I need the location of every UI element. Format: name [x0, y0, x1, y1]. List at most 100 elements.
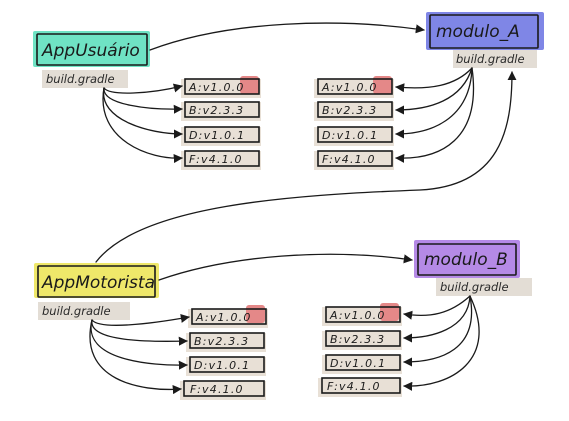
- dep-list-modulo-a: A:v1.0.0 B:v2.3.3 D:v1.0.1 F:v4.1.0: [314, 76, 394, 170]
- dep-outline: [184, 78, 260, 95]
- dep-list-app-motorista: A:v1.0.0 B:v2.3.3 D:v1.0.1 F:v4.1.0: [180, 305, 268, 400]
- dep-item-b: B:v2.3.3: [186, 332, 266, 352]
- app-usuario-gradle-text: build.gradle: [46, 72, 115, 86]
- modulo-a-gradle-text: build.gradle: [456, 52, 525, 66]
- dep-label: B:v2.3.3: [194, 335, 249, 348]
- arrow-modulo-b-to-dep-b: [403, 295, 471, 343]
- module-modulo-a[interactable]: modulo_A: [426, 12, 544, 50]
- arrow-modulo-b-to-dep-f: [403, 295, 480, 391]
- dep-outline: [189, 356, 265, 373]
- dep-item-b: B:v2.3.3: [322, 330, 402, 350]
- module-modulo-b-title: modulo_B: [424, 250, 508, 270]
- dep-item-f: F:v4.1.0: [318, 377, 402, 397]
- dep-label: F:v4.1.0: [322, 153, 376, 166]
- module-app-usuario-title: AppUsuário: [41, 41, 140, 61]
- module-app-usuario-box: [33, 31, 150, 67]
- dep-highlight: [373, 76, 392, 94]
- dep-label: A:v1.0.0: [188, 81, 245, 94]
- dep-outline: [191, 308, 267, 325]
- arrow-modulo-a-to-dep-b: [395, 67, 473, 115]
- dep-item-d: D:v1.0.1: [181, 126, 261, 146]
- dep-label: F:v4.1.0: [190, 383, 244, 396]
- dep-list-modulo-b: A:v1.0.0 B:v2.3.3 D:v1.0.1 F:v4.1.0: [318, 303, 402, 397]
- dep-label: A:v1.0.0: [195, 311, 252, 324]
- module-app-motorista-outline: [37, 265, 156, 298]
- arrow-motorista-to-dep-a: [91, 313, 190, 326]
- dep-label: B:v2.3.3: [189, 104, 244, 117]
- dep-label: B:v2.3.3: [322, 104, 377, 117]
- arrow-modulo-a-to-dep-f: [395, 67, 475, 163]
- dep-item-a: A:v1.0.0: [322, 303, 402, 326]
- arrow-motorista-to-dep-f: [89, 319, 182, 395]
- module-modulo-a-outline: [429, 14, 539, 49]
- dep-item-d: D:v1.0.1: [322, 354, 402, 374]
- dep-item-d: D:v1.0.1: [314, 126, 394, 146]
- app-motorista-gradle-text: build.gradle: [42, 304, 111, 318]
- dep-label: D:v1.0.1: [194, 359, 250, 372]
- app-motorista-gradle-label: build.gradle: [38, 302, 130, 320]
- dep-item-a: A:v1.0.0: [314, 76, 394, 98]
- dep-item-f: F:v4.1.0: [180, 380, 266, 400]
- dep-outline: [317, 78, 393, 95]
- dep-outline: [183, 380, 265, 397]
- dep-label: D:v1.0.1: [322, 129, 378, 142]
- dep-item-d: D:v1.0.1: [186, 356, 266, 376]
- dep-label: D:v1.0.1: [330, 357, 386, 370]
- dep-item-f: F:v4.1.0: [314, 150, 394, 170]
- dep-outline: [317, 101, 393, 118]
- arrow-usuario-to-dep-f: [102, 87, 183, 164]
- modulo-a-gradle-label: build.gradle: [453, 50, 537, 68]
- dep-outline: [325, 354, 401, 371]
- arrow-usuario-to-dep-b: [103, 87, 183, 114]
- module-modulo-a-box: [426, 12, 544, 50]
- arrow-usuario-to-dep-d: [103, 87, 183, 139]
- dep-item-a: A:v1.0.0: [181, 76, 261, 98]
- dep-label: D:v1.0.1: [189, 129, 245, 142]
- module-modulo-b-outline: [417, 243, 517, 276]
- dep-label: A:v1.0.0: [321, 81, 378, 94]
- module-modulo-a-title: modulo_A: [436, 22, 520, 42]
- dep-item-f: F:v4.1.0: [181, 150, 261, 170]
- arrow-usuario-to-dep-a: [103, 83, 183, 94]
- dep-outline: [317, 126, 393, 143]
- dep-item-a: A:v1.0.0: [188, 305, 268, 328]
- dep-outline: [321, 377, 401, 394]
- arrow-modulo-b-to-dep-a: [403, 295, 471, 320]
- dep-label: F:v4.1.0: [189, 153, 243, 166]
- module-app-usuario-outline: [36, 33, 148, 66]
- app-motorista-gradle-bg: [38, 302, 130, 320]
- dep-list-app-usuario: A:v1.0.0 B:v2.3.3 D:v1.0.1 F:v4.1.0: [181, 76, 261, 170]
- arrow-modulo-a-to-dep-a: [395, 67, 473, 93]
- module-app-usuario[interactable]: AppUsuário: [33, 31, 150, 67]
- arrow-app-motorista-to-modulo-b: [158, 253, 413, 281]
- dep-outline: [189, 332, 265, 349]
- arrow-modulo-b-to-dep-d: [403, 295, 473, 367]
- modulo-a-gradle-bg: [453, 50, 537, 68]
- arrow-motorista-to-dep-b: [91, 319, 188, 346]
- arrow-app-motorista-to-modulo-a: [95, 71, 517, 263]
- arrow-app-usuario-to-modulo-a: [149, 22, 425, 51]
- dep-item-b: B:v2.3.3: [314, 101, 394, 121]
- module-app-motorista-box: [34, 263, 159, 298]
- modulo-b-gradle-label: build.gradle: [436, 278, 532, 296]
- dep-outline: [184, 126, 260, 143]
- dep-label: A:v1.0.0: [329, 309, 386, 322]
- arrow-motorista-to-dep-d: [90, 319, 188, 370]
- dep-outline: [317, 150, 393, 167]
- app-usuario-gradle-bg: [42, 70, 128, 88]
- module-app-motorista[interactable]: AppMotorista: [34, 263, 159, 298]
- modulo-b-gradle-bg: [436, 278, 532, 296]
- dep-outline: [184, 150, 260, 167]
- dep-outline: [325, 330, 401, 347]
- dep-highlight: [240, 76, 259, 94]
- dep-label: B:v2.3.3: [330, 333, 385, 346]
- dep-outline: [184, 101, 260, 118]
- app-usuario-gradle-label: build.gradle: [42, 70, 128, 88]
- module-modulo-b[interactable]: modulo_B: [414, 240, 520, 278]
- module-modulo-b-box: [414, 240, 520, 278]
- dep-item-b: B:v2.3.3: [181, 101, 261, 121]
- dep-outline: [325, 306, 401, 323]
- modulo-b-gradle-text: build.gradle: [440, 280, 509, 294]
